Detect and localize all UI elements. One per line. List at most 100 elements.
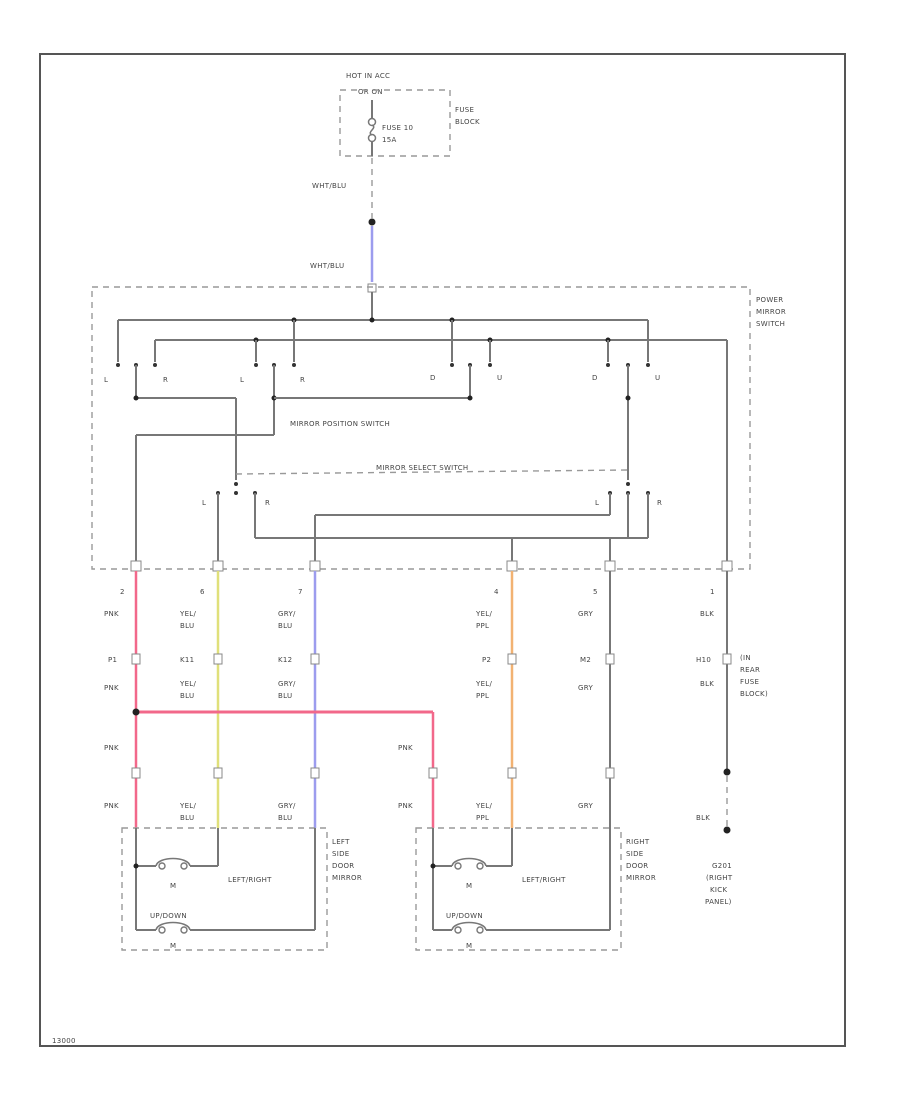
- svg-text:H10: H10: [696, 656, 711, 664]
- svg-text:BLOCK: BLOCK: [455, 118, 480, 126]
- splice-point-top: [368, 218, 376, 226]
- inline-connectors: [131, 653, 732, 779]
- svg-text:PANEL): PANEL): [705, 898, 732, 906]
- svg-text:DOOR: DOOR: [626, 862, 648, 870]
- svg-text:GRY/: GRY/: [278, 610, 296, 618]
- svg-text:P1: P1: [108, 656, 117, 664]
- wire-label-wht-blu-mid: WHT/BLU: [310, 262, 344, 270]
- diagram-code: 13000: [52, 1037, 76, 1045]
- right-ud-motor-label: UP/DOWN: [446, 912, 483, 920]
- position-contact-labels: L R L R D U D U: [104, 374, 660, 384]
- switch-feed-connector: [367, 283, 377, 293]
- svg-text:R: R: [163, 376, 168, 384]
- blk-ground-wire-label: BLK: [696, 814, 710, 822]
- svg-text:D: D: [430, 374, 436, 382]
- svg-text:PNK: PNK: [104, 802, 119, 810]
- left-mirror-wire-labels: PNK YEL/ BLU GRY/ BLU: [104, 802, 296, 822]
- right-door-mirror-box: [415, 827, 622, 951]
- position-switch-wiring: [133, 395, 631, 562]
- svg-text:GRY/: GRY/: [278, 680, 296, 688]
- svg-text:MIRROR: MIRROR: [332, 874, 362, 882]
- svg-text:POWER: POWER: [756, 296, 783, 304]
- power-mirror-switch-box: [91, 286, 751, 570]
- mirror-position-switch-label: MIRROR POSITION SWITCH: [290, 420, 390, 428]
- svg-text:K12: K12: [278, 656, 292, 664]
- fuse-symbol: [367, 100, 377, 156]
- left-ud-motor-label: UP/DOWN: [150, 912, 187, 920]
- branch-pnk-labels: PNK PNK: [104, 744, 413, 752]
- svg-text:YEL/: YEL/: [179, 610, 196, 618]
- svg-text:GRY: GRY: [578, 802, 593, 810]
- svg-text:G201: G201: [712, 862, 732, 870]
- fuse-rating-label: FUSE 10 15A: [382, 124, 413, 144]
- svg-text:PNK: PNK: [398, 802, 413, 810]
- svg-text:BLU: BLU: [278, 622, 292, 630]
- fuse-block-label: FUSE BLOCK: [455, 106, 480, 126]
- svg-text:GRY: GRY: [578, 684, 593, 692]
- select-switch-wiring: [217, 493, 649, 562]
- svg-text:RIGHT: RIGHT: [626, 838, 650, 846]
- svg-text:5: 5: [593, 588, 598, 596]
- svg-text:L: L: [202, 499, 206, 507]
- svg-text:R: R: [265, 499, 270, 507]
- switch-connector-pins: [130, 560, 733, 572]
- svg-text:PNK: PNK: [104, 610, 119, 618]
- power-mirror-switch-label: POWER MIRROR SWITCH: [756, 296, 786, 328]
- right-lr-motor-icon: [451, 857, 487, 870]
- right-ud-motor-icon: [451, 921, 487, 934]
- svg-text:U: U: [497, 374, 502, 382]
- svg-text:PPL: PPL: [476, 814, 489, 822]
- left-lr-motor-label: LEFT/RIGHT: [228, 876, 272, 884]
- svg-text:P2: P2: [482, 656, 491, 664]
- svg-text:YEL/: YEL/: [475, 680, 492, 688]
- svg-text:BLU: BLU: [180, 622, 194, 630]
- right-mirror-wire-labels: PNK YEL/ PPL GRY: [398, 802, 593, 822]
- harness-wires: [132, 571, 728, 828]
- svg-text:L: L: [595, 499, 599, 507]
- right-ud-motor-symbol: M: [466, 942, 472, 950]
- fuse-block-box: [339, 89, 451, 157]
- svg-text:R: R: [300, 376, 305, 384]
- svg-text:BLU: BLU: [180, 814, 194, 822]
- svg-text:REAR: REAR: [740, 666, 760, 674]
- ground-connection: [723, 768, 731, 834]
- svg-text:SIDE: SIDE: [332, 850, 350, 858]
- svg-text:BLOCK): BLOCK): [740, 690, 768, 698]
- ground-point-label: G201 (RIGHT KICK PANEL): [705, 862, 733, 906]
- svg-text:MIRROR: MIRROR: [756, 308, 786, 316]
- left-lr-motor-symbol: M: [170, 882, 176, 890]
- left-mirror-wiring: [133, 828, 316, 931]
- wire-label-wht-blu-top: WHT/BLU: [312, 182, 346, 190]
- svg-text:FUSE: FUSE: [740, 678, 759, 686]
- svg-text:YEL/: YEL/: [179, 802, 196, 810]
- svg-text:BLK: BLK: [700, 610, 714, 618]
- select-switch-contacts: [216, 482, 650, 495]
- select-contact-labels: L R L R: [202, 499, 662, 507]
- svg-text:DOOR: DOOR: [332, 862, 354, 870]
- left-door-mirror-label: LEFT SIDE DOOR MIRROR: [332, 838, 362, 882]
- svg-text:FUSE: FUSE: [455, 106, 474, 114]
- left-ud-motor-icon: [155, 921, 191, 934]
- svg-text:SIDE: SIDE: [626, 850, 644, 858]
- svg-text:YEL/: YEL/: [475, 610, 492, 618]
- switch-ground-bus: [154, 337, 728, 563]
- mirror-select-switch-label: MIRROR SELECT SWITCH: [376, 464, 468, 472]
- svg-text:L: L: [104, 376, 108, 384]
- svg-text:GRY/: GRY/: [278, 802, 296, 810]
- hot-source-label: HOT IN ACC OR ON: [346, 72, 390, 96]
- diagram-frame: [39, 53, 846, 1047]
- svg-text:15A: 15A: [382, 136, 397, 144]
- svg-text:BLU: BLU: [180, 692, 194, 700]
- fuse-block-note: (IN REAR FUSE BLOCK): [740, 654, 768, 698]
- svg-text:(IN: (IN: [740, 654, 751, 662]
- connector-id-labels: P1 K11 K12 P2 M2 H10: [108, 656, 711, 664]
- svg-text:GRY: GRY: [578, 610, 593, 618]
- svg-text:BLK: BLK: [700, 680, 714, 688]
- svg-text:BLU: BLU: [278, 814, 292, 822]
- svg-text:PNK: PNK: [398, 744, 413, 752]
- lower-wire-color-labels: PNK YEL/ BLU GRY/ BLU YEL/ PPL GRY BLK: [104, 680, 714, 700]
- svg-text:MIRROR: MIRROR: [626, 874, 656, 882]
- position-switch-contacts: [116, 363, 650, 398]
- svg-text:K11: K11: [180, 656, 194, 664]
- right-lr-motor-label: LEFT/RIGHT: [522, 876, 566, 884]
